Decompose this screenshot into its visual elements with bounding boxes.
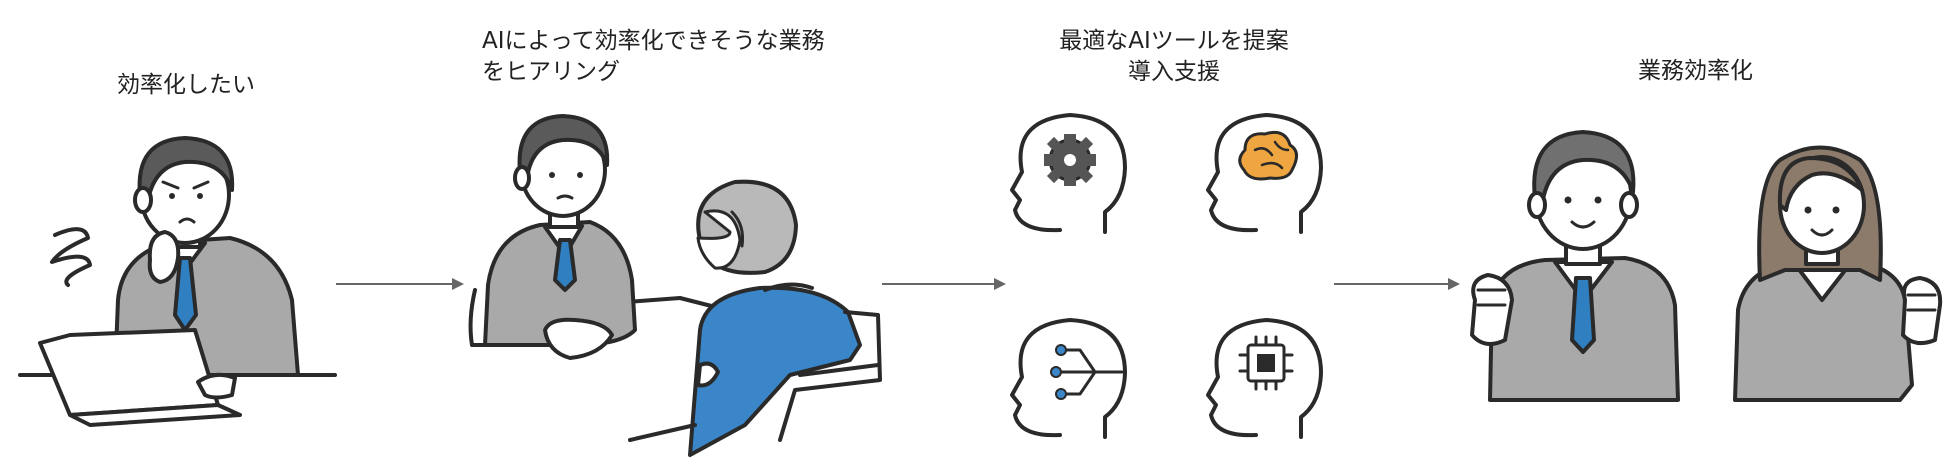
- chip-icon: [1208, 320, 1321, 437]
- circuit-icon: [1012, 320, 1125, 437]
- efficient-business-illustration: [1472, 132, 1940, 400]
- businessman: [1472, 132, 1678, 400]
- businesswoman: [1735, 148, 1940, 401]
- hearing-meeting-illustration: [471, 116, 880, 455]
- brain-icon: [1208, 115, 1321, 232]
- worried-man-illustration: [20, 138, 335, 425]
- ai-tools-illustration: [1012, 115, 1321, 437]
- gear-icon: [1012, 115, 1125, 232]
